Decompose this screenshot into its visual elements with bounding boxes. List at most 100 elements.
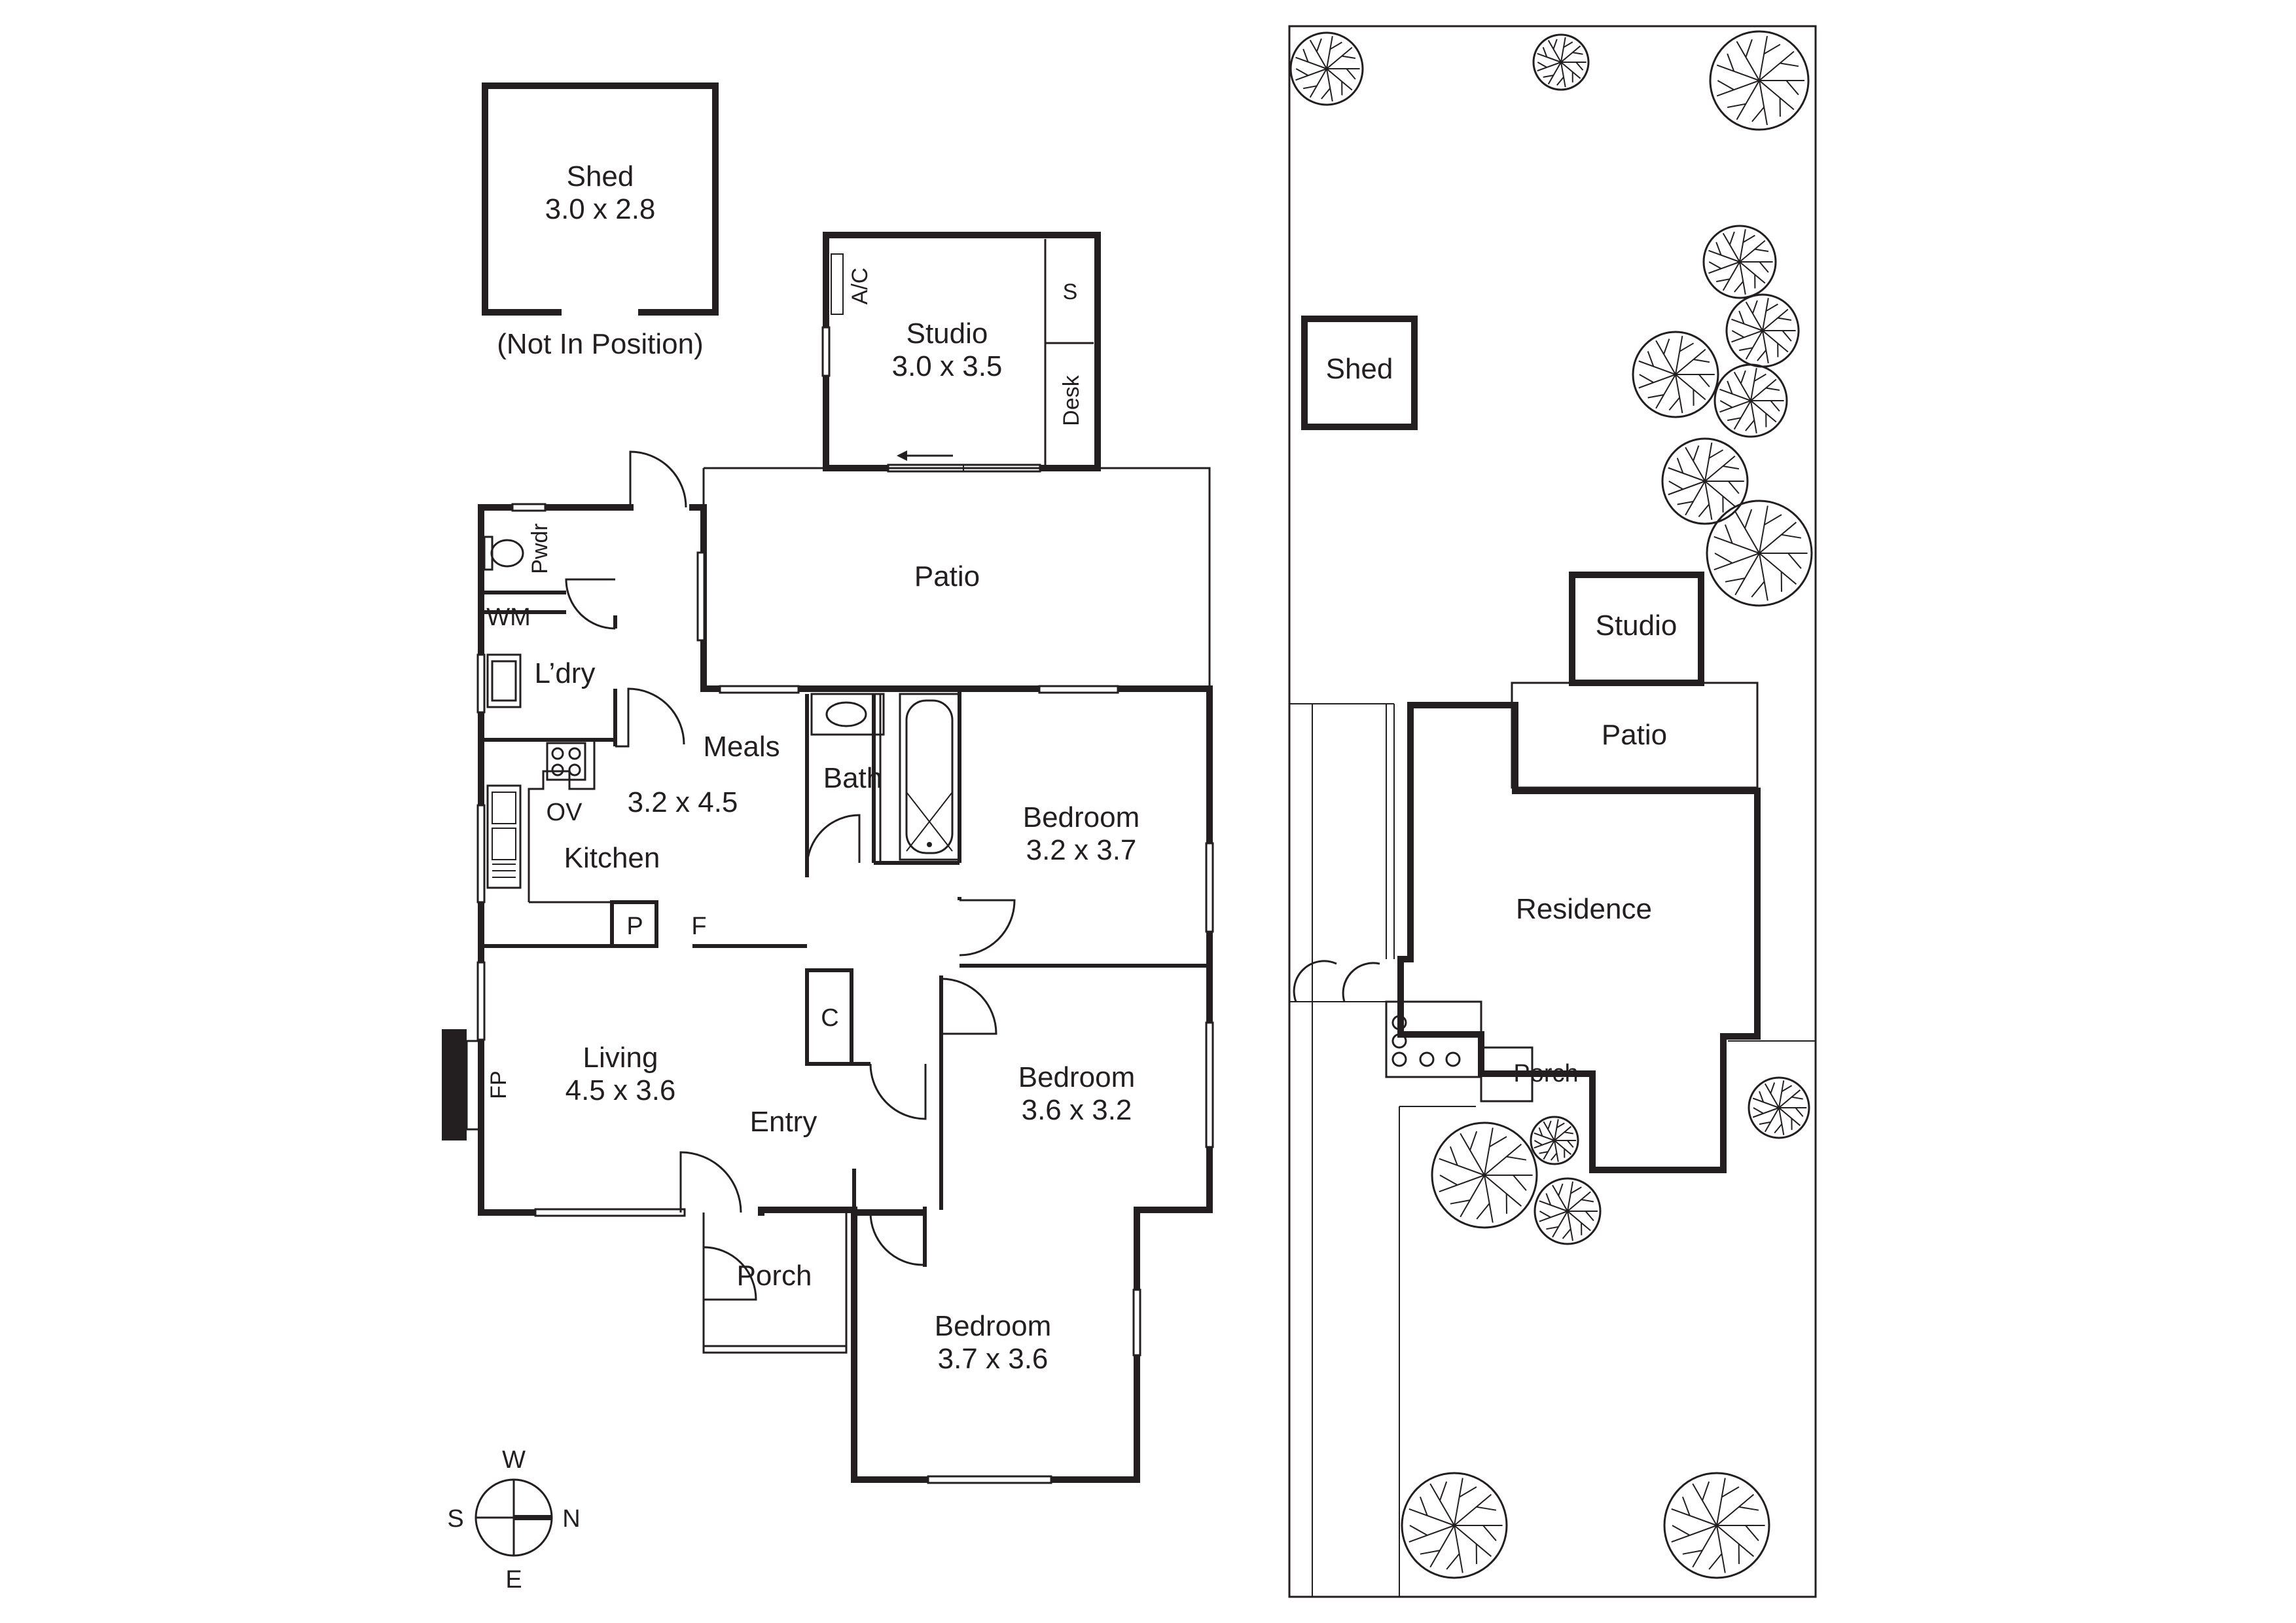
windows bbox=[476, 503, 1214, 1484]
window-icon bbox=[927, 1475, 1052, 1484]
tree-icon bbox=[1702, 225, 1777, 299]
window-icon bbox=[1132, 1288, 1141, 1357]
tree-icon bbox=[1748, 1076, 1810, 1139]
sliding-arrow-icon bbox=[897, 450, 953, 461]
living-size: 4.5 x 3.6 bbox=[565, 1074, 676, 1106]
pantry-name: P bbox=[626, 913, 643, 940]
oven-name: OV bbox=[547, 799, 583, 826]
site-residence-label: Residence bbox=[1516, 893, 1652, 925]
cupboard-name: C bbox=[821, 1004, 838, 1032]
house-walls bbox=[478, 504, 1213, 1483]
patio: Patio bbox=[702, 467, 1211, 689]
bedroom3-name: Bedroom bbox=[935, 1310, 1052, 1342]
window-icon bbox=[719, 685, 800, 694]
tree-icon bbox=[1532, 33, 1590, 91]
window-icon bbox=[696, 551, 706, 642]
entry-name: Entry bbox=[750, 1106, 817, 1138]
meals-size: 3.2 x 4.5 bbox=[628, 786, 738, 818]
bath-name: Bath bbox=[823, 762, 883, 794]
window-icon bbox=[511, 503, 547, 512]
window-icon bbox=[1038, 685, 1119, 694]
basin-icon bbox=[810, 693, 885, 736]
fireplace-name: FP bbox=[486, 1070, 511, 1099]
bathtub-icon bbox=[899, 693, 960, 861]
kitchen-name: Kitchen bbox=[564, 842, 660, 874]
fridge-name: F bbox=[691, 913, 706, 940]
tree-icon bbox=[1725, 293, 1800, 368]
fireplace-icon bbox=[442, 1029, 482, 1140]
porch-name: Porch bbox=[737, 1260, 812, 1292]
door-swing-icon bbox=[869, 1063, 927, 1120]
wm-name: WM bbox=[486, 604, 531, 631]
door-swing-icon bbox=[703, 1246, 757, 1301]
tree-icon bbox=[1632, 331, 1719, 418]
bedroom2-name: Bedroom bbox=[1018, 1061, 1136, 1093]
studio-name: Studio bbox=[906, 318, 988, 350]
studio-ac-label: A/C bbox=[848, 268, 872, 305]
tree-icon bbox=[1713, 363, 1788, 438]
door-swing-icon bbox=[806, 814, 861, 868]
door-swing-icon bbox=[679, 1151, 742, 1213]
sink-icon bbox=[486, 653, 522, 708]
fixtures bbox=[442, 536, 960, 1140]
bedroom1-name: Bedroom bbox=[1023, 801, 1140, 833]
shed: Shed 3.0 x 2.8 (Not In Position) bbox=[482, 82, 719, 360]
studio-desk-label: Desk bbox=[1059, 374, 1084, 426]
bedroom1-size: 3.2 x 3.7 bbox=[1026, 834, 1137, 866]
living-name: Living bbox=[583, 1042, 658, 1074]
meals-name: Meals bbox=[703, 731, 780, 763]
window-icon bbox=[476, 961, 486, 1041]
door-swing-icon bbox=[869, 1212, 924, 1266]
studio-size: 3.0 x 3.5 bbox=[892, 350, 1003, 382]
shed-name: Shed bbox=[567, 160, 634, 192]
window-icon bbox=[476, 804, 486, 903]
tree-icon bbox=[1401, 1472, 1508, 1579]
tree-icon bbox=[1709, 30, 1810, 131]
site-studio-label: Studio bbox=[1596, 610, 1677, 642]
door-swing-icon bbox=[629, 450, 687, 508]
tree-icon bbox=[1661, 437, 1749, 525]
tree-icon bbox=[1534, 1177, 1602, 1245]
floor-plan: Shed 3.0 x 2.8 (Not In Position) A/C S D… bbox=[442, 82, 1214, 1484]
door-swing-icon bbox=[940, 976, 997, 1035]
patio-name: Patio bbox=[914, 560, 980, 593]
compass-east: E bbox=[505, 1566, 522, 1594]
door-swing-icon bbox=[565, 578, 616, 630]
bedroom2-size: 3.6 x 3.2 bbox=[1022, 1094, 1132, 1126]
tree-icon bbox=[1530, 1116, 1579, 1165]
window-icon bbox=[821, 326, 831, 377]
bedroom3-size: 3.7 x 3.6 bbox=[938, 1343, 1049, 1375]
tree-icon bbox=[1431, 1122, 1538, 1229]
door-swing-icon bbox=[615, 687, 685, 748]
laundry-name: L’dry bbox=[535, 657, 596, 689]
ac-unit bbox=[831, 253, 844, 315]
shed-size: 3.0 x 2.8 bbox=[545, 193, 656, 225]
compass-icon: W E S N bbox=[447, 1446, 580, 1594]
tree-icon bbox=[1663, 1472, 1770, 1579]
tree-icon bbox=[1289, 31, 1364, 106]
window-icon bbox=[1205, 842, 1214, 933]
site-patio-label: Patio bbox=[1602, 719, 1667, 751]
gate-icon bbox=[1293, 960, 1380, 1002]
site-porch-label: Porch bbox=[1513, 1060, 1578, 1087]
toilet-icon bbox=[483, 536, 524, 571]
compass-north: N bbox=[562, 1505, 580, 1533]
trees bbox=[1289, 30, 1813, 1579]
cooktop-icon bbox=[546, 742, 586, 781]
compass-west: W bbox=[502, 1446, 526, 1474]
window-icon bbox=[702, 1345, 848, 1354]
site-plan: Shed Studio Patio Residence Porch bbox=[1288, 25, 1817, 1598]
tree-icon bbox=[1706, 500, 1813, 607]
doors bbox=[565, 450, 1016, 1301]
room-labels: Pwdr WM L’dry Meals 3.2 x 4.5 OV Kitchen… bbox=[486, 523, 1139, 1375]
kitchen-sink-icon bbox=[486, 784, 522, 889]
site-shed-label: Shed bbox=[1326, 353, 1393, 385]
studio-storage-label: S bbox=[1063, 280, 1078, 304]
door-swing-icon bbox=[959, 899, 1016, 957]
studio: A/C S Desk Studio 3.0 x 3.5 bbox=[821, 232, 1101, 473]
shed-note: (Not In Position) bbox=[497, 328, 703, 360]
window-icon bbox=[1205, 1021, 1214, 1148]
compass-south: S bbox=[447, 1505, 463, 1533]
window-icon bbox=[476, 653, 486, 714]
